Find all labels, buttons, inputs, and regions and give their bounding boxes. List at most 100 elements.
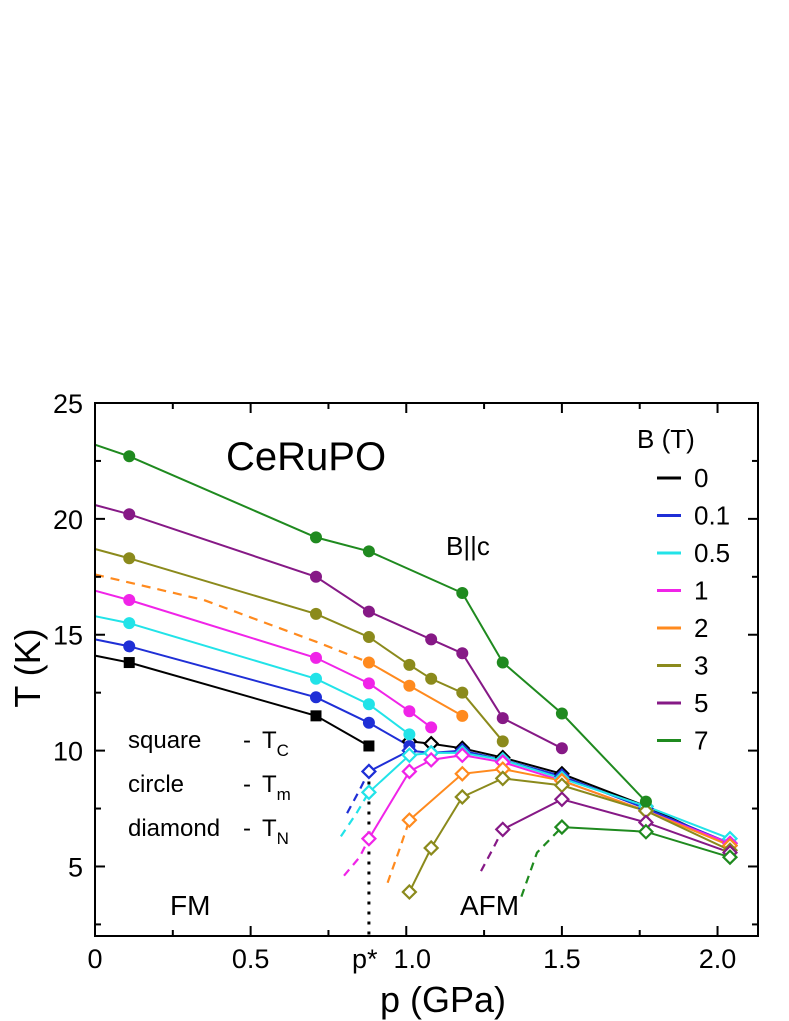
series-7-tn-point	[553, 819, 570, 836]
series-3-tm-point	[310, 607, 322, 620]
series-3-tn-point	[423, 839, 440, 856]
series-1-tm-point	[310, 651, 322, 664]
legend-label-0p5: 0.5	[694, 538, 730, 568]
series-3-tn-point	[454, 788, 471, 806]
series-2-tn-point	[454, 765, 471, 782]
series-3-tm-point	[425, 672, 438, 685]
series-7-tn-point	[721, 849, 739, 866]
marker-type-notes: square - TC circle - Tm diamond - TN	[128, 727, 291, 848]
series-5-tn-point	[553, 791, 570, 808]
plot-layer	[94, 443, 739, 936]
series-0p5-tm-point	[403, 728, 416, 741]
series-5-dashed-boundary	[480, 828, 504, 872]
series-3-tn-point	[401, 883, 418, 901]
series-3-tm-point	[456, 686, 469, 699]
series-5-tm-point	[310, 570, 322, 583]
series-5-tn-point	[494, 821, 511, 838]
series-0p5-tm-point	[362, 698, 375, 711]
note-circle-sep: -	[243, 771, 251, 798]
series-0-tc-point	[363, 740, 375, 752]
series-0p5-tn-point	[401, 747, 418, 764]
y-axis-title: T (K)	[7, 628, 48, 707]
series-3-tn-point	[494, 770, 511, 787]
note-square: square	[128, 727, 201, 754]
series-3-tm-point	[123, 552, 136, 565]
legend-label-1: 1	[694, 576, 708, 606]
series-3-tm-point	[403, 658, 416, 671]
legend-title: B (T)	[637, 424, 695, 454]
series-0p5-tn-point	[360, 784, 377, 801]
x-tick-label: 1.0	[393, 944, 431, 974]
field-direction-label: B||c	[446, 531, 490, 561]
series-1-tm-point	[362, 677, 375, 690]
legend-label-0: 0	[694, 463, 708, 493]
series-1-tn-point	[360, 830, 377, 847]
series-7-tm-point	[310, 531, 322, 544]
note-circle-symbol: Tm	[262, 771, 291, 804]
y-tick-label: 20	[53, 505, 83, 535]
x-tick-label: 1.5	[543, 944, 581, 974]
series-1-tn-point	[401, 763, 418, 780]
note-square-sep: -	[243, 727, 251, 754]
series-2-tm-point	[403, 679, 416, 692]
legend-label-7: 7	[694, 726, 708, 756]
x-axis-title: p (GPa)	[380, 979, 506, 1020]
legend-label-3: 3	[694, 651, 708, 681]
series-0p5-tm-point	[123, 617, 136, 630]
series-1-tn-point	[454, 747, 471, 764]
note-diamond-sep: -	[243, 815, 251, 842]
series-0-tc-point	[310, 710, 322, 722]
series-2-tm-point	[456, 709, 469, 722]
series-0p1-tm-point	[362, 716, 375, 729]
series-0p5-tm-point	[310, 672, 322, 685]
series-7-dashed-boundary	[520, 826, 563, 897]
series-2-tn-point	[401, 812, 418, 829]
series-7-tm-line	[94, 443, 647, 803]
series-2-dashed-boundary	[386, 819, 411, 884]
series-2-tm-point	[362, 656, 375, 669]
series-0p5-dashed-boundary	[339, 791, 370, 838]
series-1-tn-line	[368, 754, 731, 845]
series-0p1-tm-point	[123, 640, 136, 653]
legend-label-0p1: 0.1	[694, 501, 730, 531]
series-7-tm-point	[496, 656, 509, 669]
series-1-tm-point	[403, 705, 416, 718]
series-5-tm-point	[555, 742, 568, 755]
series-0-tc-point	[123, 657, 135, 669]
series-5-tm-point	[362, 605, 375, 618]
series-7-tm-point	[555, 707, 568, 720]
series-7-tm-point	[123, 450, 136, 463]
plot-frame	[94, 402, 759, 937]
series-3-tm-point	[362, 631, 375, 644]
series-5-tm-line	[94, 504, 563, 750]
series-0p1-tn-point	[360, 763, 377, 780]
chart-title: CeRuPO	[226, 435, 386, 479]
y-tick-label: 5	[68, 852, 83, 882]
fm-region-label: FM	[170, 890, 210, 921]
y-tick-label: 25	[53, 389, 83, 419]
series-1-tn-point	[423, 751, 440, 768]
afm-region-label: AFM	[460, 890, 519, 921]
note-circle: circle	[128, 771, 184, 798]
series-7-tm-point	[362, 545, 375, 558]
series-1-dashed-boundary	[343, 838, 370, 877]
x-tick-label: 0	[87, 944, 102, 974]
series-5-tm-point	[456, 647, 469, 660]
series-1-tm-line	[94, 589, 432, 729]
x-tick-label: 2.0	[699, 944, 737, 974]
series-1-tm-point	[123, 593, 136, 606]
series-5-tm-point	[123, 508, 136, 521]
note-diamond: diamond	[128, 815, 220, 842]
series-2-tm-line	[368, 661, 463, 717]
series-3-tm-point	[496, 735, 509, 748]
note-diamond-symbol: TN	[262, 815, 289, 848]
series-2-dashed-extrapolation	[94, 573, 370, 664]
critical-pressure-label: p*	[352, 944, 378, 974]
series-0-tc-line	[94, 654, 370, 747]
series-5-tm-point	[425, 633, 438, 646]
series-5-tm-point	[496, 712, 509, 725]
y-tick-label: 15	[53, 621, 83, 651]
